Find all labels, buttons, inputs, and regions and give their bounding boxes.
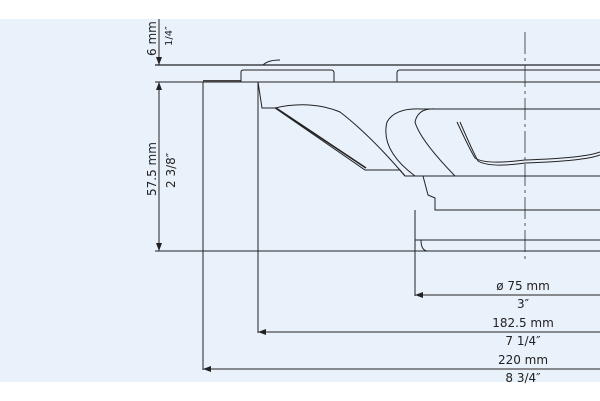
mounting-depth-metric: 57.5 mm [145, 142, 159, 196]
overall-diameter-metric: 220 mm [497, 353, 549, 367]
cutout-diameter-imperial: 7 1/4″ [505, 334, 541, 348]
overall-diameter-imperial: 8 3/4″ [505, 371, 541, 385]
flange-height-metric: 6 mm [145, 21, 159, 56]
mounting-depth-imperial: 2 3/8″ [164, 152, 178, 188]
cutout-diameter-metric: 182.5 mm [492, 316, 554, 330]
speaker-profile [203, 59, 600, 252]
drawing-area [0, 19, 600, 382]
magnet-diameter-metric: ø 75 mm [496, 279, 550, 293]
magnet-diameter-imperial: 3″ [516, 297, 530, 311]
flange-height-imperial: 1/4″ [164, 26, 175, 46]
